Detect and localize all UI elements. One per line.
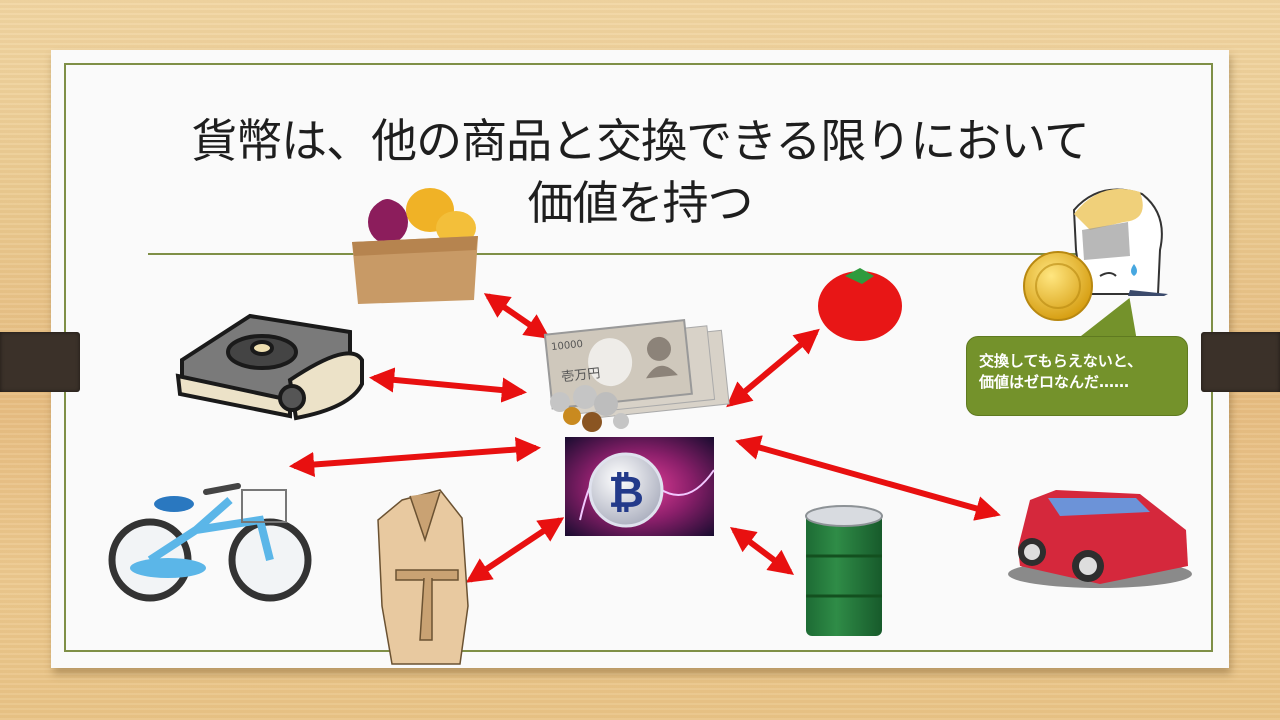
title-line-1: 貨幣は、他の商品と交換できる限りにおいて [191, 114, 1090, 168]
gold-coin-icon [1023, 251, 1093, 321]
arrow-coat [465, 517, 565, 583]
coat-icon [377, 489, 469, 665]
title-underline [148, 253, 1130, 255]
banknote-value: 10000 [551, 339, 584, 353]
gas-stove-icon [175, 313, 364, 421]
exchange-arrows [288, 293, 1001, 583]
speech-line-2: 価値はゼロなんだ…… [979, 373, 1130, 391]
tomato-icon [818, 268, 902, 341]
worried-person-icon [1072, 188, 1168, 296]
title-line-2: 価値を持つ [527, 176, 754, 230]
speech-bubble: 交換してもらえないと、 価値はゼロなんだ…… [966, 336, 1188, 416]
bicycle-icon [108, 483, 312, 602]
binder-clip-right [1201, 332, 1280, 392]
arrow-tomato [726, 328, 820, 408]
oil-drum-icon [805, 505, 883, 636]
yen-money-icon: 10000 壱万円 [543, 319, 730, 432]
binder-clip-left [0, 332, 80, 392]
bitcoin-symbol-icon: ₿ [608, 467, 644, 518]
banknote-label: 壱万円 [561, 366, 601, 385]
car-icon [1008, 490, 1192, 588]
arrow-potato [483, 293, 551, 339]
arrow-stove [368, 367, 528, 403]
arrow-drum [729, 526, 795, 576]
sweet-potato-bag-icon [352, 188, 478, 304]
arrow-car [735, 435, 1001, 521]
bitcoin-image: ₿ [565, 437, 715, 536]
slide-title: 貨幣は、他の商品と交換できる限りにおいて 価値を持つ [51, 110, 1229, 234]
arrow-bicycle [288, 436, 542, 478]
speech-line-1: 交換してもらえないと、 [979, 352, 1143, 370]
